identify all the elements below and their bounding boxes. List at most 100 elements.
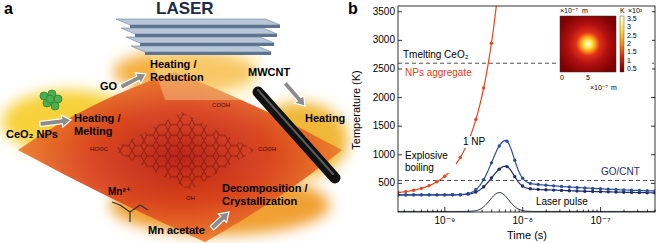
curve-marker [521,176,524,179]
inset-unit-label: m [582,7,588,15]
axis-tick-label: 1500 [373,120,395,132]
temperature-curve [398,140,655,194]
axis-tick [577,210,578,213]
curve-marker [482,86,485,89]
ceo2-nanoparticles [46,95,54,103]
axis-tick [398,154,402,155]
material-label: GO [100,80,117,93]
curve-marker [529,182,532,185]
axis-tick [655,210,656,213]
carbon-lattice [112,112,255,190]
axis-tick-label: 500 [378,178,395,190]
curve-marker [536,188,539,191]
curve-marker [404,193,407,196]
axis-title: Time (s) [507,229,547,242]
process-label: Decomposition / Crystallization [222,182,322,207]
axis-tick [651,183,655,184]
axis-tick [515,210,516,213]
laser-plate [116,19,280,25]
axis-tick-label: 3500 [373,6,395,18]
curve-marker [614,188,617,191]
axis-tick-label: 2000 [373,92,395,104]
laser-beam [150,55,262,100]
curve-marker [420,193,423,196]
curve-marker [427,193,430,196]
functional-group: COOH [258,146,276,153]
temperature-curve [398,6,500,193]
axis-tick [499,210,500,213]
color-bar [620,16,624,72]
colorbar-tick-label: 3 [627,23,631,31]
curve-marker [505,165,508,168]
process-arrow [39,114,72,130]
axis-tick-label: 10⁻⁷ [591,215,611,227]
axis-tick [510,210,511,213]
curve-marker [560,185,563,188]
axis-tick [522,207,523,212]
curve-marker [552,184,555,187]
curve-marker [513,159,516,162]
axis-tick [413,210,414,213]
laser-plate-edge [135,34,277,37]
colorbar-tick-label: 3.5 [627,15,637,23]
panel-letter: a [4,0,13,18]
axis-tick [651,154,655,155]
curve-marker [552,188,555,191]
curve-marker [513,175,516,178]
inset-scale-label: ×10⁻⁷ [560,7,578,15]
process-arrow [39,69,309,233]
material-label: CeO₂ NPs [6,128,58,141]
curve-marker [575,186,578,189]
axis-tick [441,210,442,213]
axis-tick [588,210,589,213]
series-label: GO/CNT [600,166,641,178]
curve-marker [630,189,633,192]
curve-marker [459,193,462,196]
curve-marker [420,193,423,196]
curve-marker [466,192,469,195]
colorbar-unit-label: K [620,7,625,15]
axis-tick [444,207,445,212]
series-label: 1 NP [462,136,486,148]
axis-tick-label: 2500 [373,63,395,75]
axis-tick [427,210,428,213]
reference-label: Explosive boiling [404,150,456,173]
process-arrow [118,69,149,93]
axis-tick [583,210,584,213]
curve-marker [607,187,610,190]
curve-marker [638,189,641,192]
functional-group: COOH [212,102,230,109]
curve-marker [482,185,485,188]
curve-marker [490,42,493,45]
axis-tick [600,207,601,212]
process-arrow [280,79,309,110]
curve-marker [459,193,462,196]
curve-marker [459,156,462,159]
curve-marker [412,193,415,196]
axis-tick [398,11,402,12]
axis-tick [569,210,570,213]
process-label: Heating [305,112,345,125]
laser-plates [116,19,280,55]
axis-tick [651,97,655,98]
axis-tick [421,210,422,213]
plot-frame [398,6,655,212]
colorbar-tick-label: 1.5 [627,48,637,56]
axis-tick [398,97,402,98]
colorbar-tick-label: 2.5 [627,32,637,40]
curve-marker [474,118,477,121]
inset-ground [556,7,652,95]
curve-group [398,6,655,211]
curve-marker [591,190,594,193]
curve-marker [568,189,571,192]
curve-marker [575,189,578,192]
laser-plate-edge [145,52,271,55]
axis-tick [651,126,655,127]
ceo2-nanoparticles [40,90,62,110]
curve-marker [404,193,407,196]
inset-tick-label: 5 [586,74,590,82]
laser-plate [131,46,271,52]
laser-plate-edge [140,43,274,46]
axis-tick [398,183,402,184]
curve-marker [412,189,415,192]
